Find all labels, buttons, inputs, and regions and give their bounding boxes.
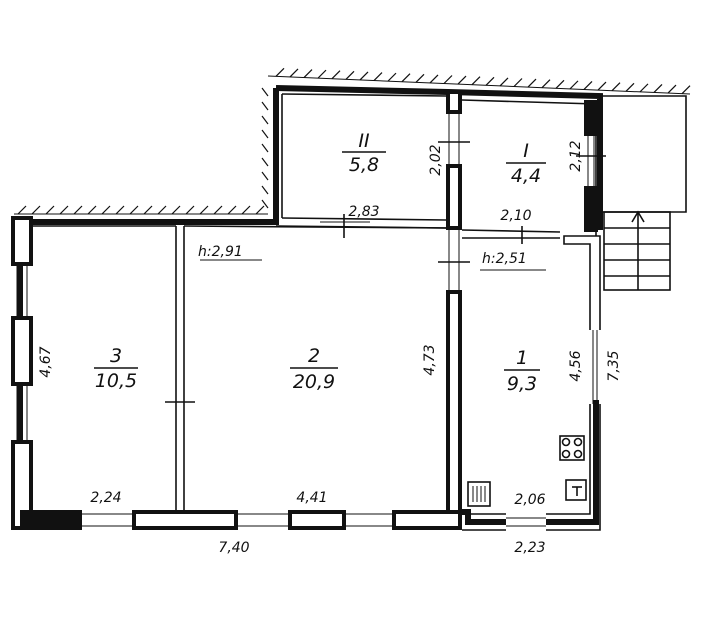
dim-room3-height: 4,67: [38, 346, 54, 377]
dim-room1-width: 2,06: [514, 492, 545, 508]
ground-hatch-mark: [261, 129, 269, 139]
ground-hatch-mark: [611, 82, 621, 92]
ground-hatch-mark: [471, 76, 481, 86]
roomII-number: II: [358, 130, 370, 152]
ground-hatch-mark: [261, 185, 269, 195]
ground-hatch-mark: [527, 78, 537, 88]
ground-hatch-mark: [213, 205, 223, 215]
ground-hatch-mark: [73, 205, 83, 215]
ground-hatch-mark: [653, 84, 663, 93]
dim-roomI-width: 2,10: [500, 208, 531, 224]
ground-hatch-mark: [345, 70, 355, 80]
ground-hatch-mark: [227, 205, 237, 215]
dim-room3-width: 2,24: [90, 490, 121, 506]
ground-hatch-mark: [289, 68, 299, 78]
room3-area: 10,5: [95, 370, 137, 392]
ground-hatch-mark: [499, 77, 509, 87]
ground-hatch-mark: [129, 205, 139, 215]
ground-hatch-mark: [667, 84, 677, 94]
ground-hatch-mark: [185, 205, 195, 215]
ground-hatch-mark: [17, 205, 27, 215]
ground-hatch-mark: [199, 205, 209, 215]
ground-hatch-mark: [157, 205, 167, 215]
ground-hatch-mark: [143, 205, 153, 215]
ground-hatch-mark: [331, 70, 341, 80]
roomII-area: 5,8: [349, 154, 379, 176]
ground-hatch-mark: [401, 73, 411, 83]
ground-hatch-mark: [513, 78, 523, 87]
stove-fixture: [559, 435, 585, 461]
ground-hatch-mark: [87, 205, 97, 215]
ground-hatch-mark: [569, 80, 579, 90]
outer-walls: [17, 85, 603, 525]
ground-hatch-mark: [275, 67, 285, 77]
roomI-number: I: [523, 140, 529, 162]
dim-room2-width: 4,41: [296, 490, 327, 506]
ground-hatch-mark: [625, 82, 635, 92]
ground-hatch-mark: [59, 205, 69, 215]
room2-area: 20,9: [293, 371, 335, 393]
ground-hatch-mark: [597, 81, 607, 91]
room3-number: 3: [110, 345, 122, 367]
ground-hatch-mark: [31, 205, 41, 215]
ground-hatch-mark: [261, 101, 269, 111]
dim-right-outer-height: 7,35: [606, 350, 622, 381]
room2-ceiling-height: h:2,91: [198, 244, 243, 260]
ground-hatch-mark: [45, 205, 55, 215]
dim-total-width-right: 2,23: [514, 540, 545, 556]
ground-hatch-mark: [555, 79, 565, 89]
ground-hatch-mark: [261, 157, 269, 167]
dim-room1-height: 4,56: [568, 350, 584, 381]
ground-hatch-mark: [261, 143, 269, 153]
ground-hatch-mark: [261, 87, 269, 97]
room1-number: 1: [516, 347, 528, 369]
ground-hatch-mark: [317, 69, 327, 79]
ground-hatch-mark: [261, 199, 269, 209]
dim-total-width-left: 7,40: [218, 540, 249, 556]
ground-hatch-mark: [261, 115, 269, 125]
dim-roomI-height: 2,12: [568, 140, 584, 171]
ground-hatch-mark: [373, 72, 383, 81]
ground-hatch-mark: [429, 74, 439, 84]
dim-roomII-height: 2,02: [428, 144, 444, 175]
ground-hatch-mark: [387, 72, 397, 82]
stairs: [603, 210, 671, 291]
room1-area: 9,3: [507, 373, 537, 395]
ground-hatch-mark: [261, 171, 269, 181]
boiler-fixture: [565, 479, 587, 501]
room2-number: 2: [308, 345, 320, 367]
ground-hatch-mark: [639, 83, 649, 93]
ground-hatch-mark: [359, 71, 369, 81]
radiator-fixture: [467, 481, 491, 507]
wall-details: [11, 90, 687, 531]
dim-roomII-width: 2,83: [348, 204, 379, 220]
ground-hatch-mark: [583, 81, 593, 90]
ground-hatch-mark: [255, 205, 265, 215]
ground-hatch-mark: [241, 205, 251, 215]
room1-ceiling-height: h:2,51: [482, 251, 527, 267]
ground-hatching: [14, 67, 691, 215]
ground-hatch-mark: [681, 85, 691, 95]
ground-hatch-mark: [303, 69, 313, 78]
ground-hatch-mark: [485, 76, 495, 86]
roomI-area: 4,4: [511, 165, 541, 187]
ground-hatch-mark: [171, 205, 181, 215]
ground-hatch-mark: [415, 73, 425, 83]
ground-hatch-mark: [541, 79, 551, 89]
dim-room2-height: 4,73: [422, 344, 438, 375]
ground-hatch-mark: [457, 75, 467, 85]
ground-hatch-mark: [101, 205, 111, 215]
ground-hatch-mark: [443, 75, 453, 84]
ground-hatch-mark: [115, 205, 125, 215]
